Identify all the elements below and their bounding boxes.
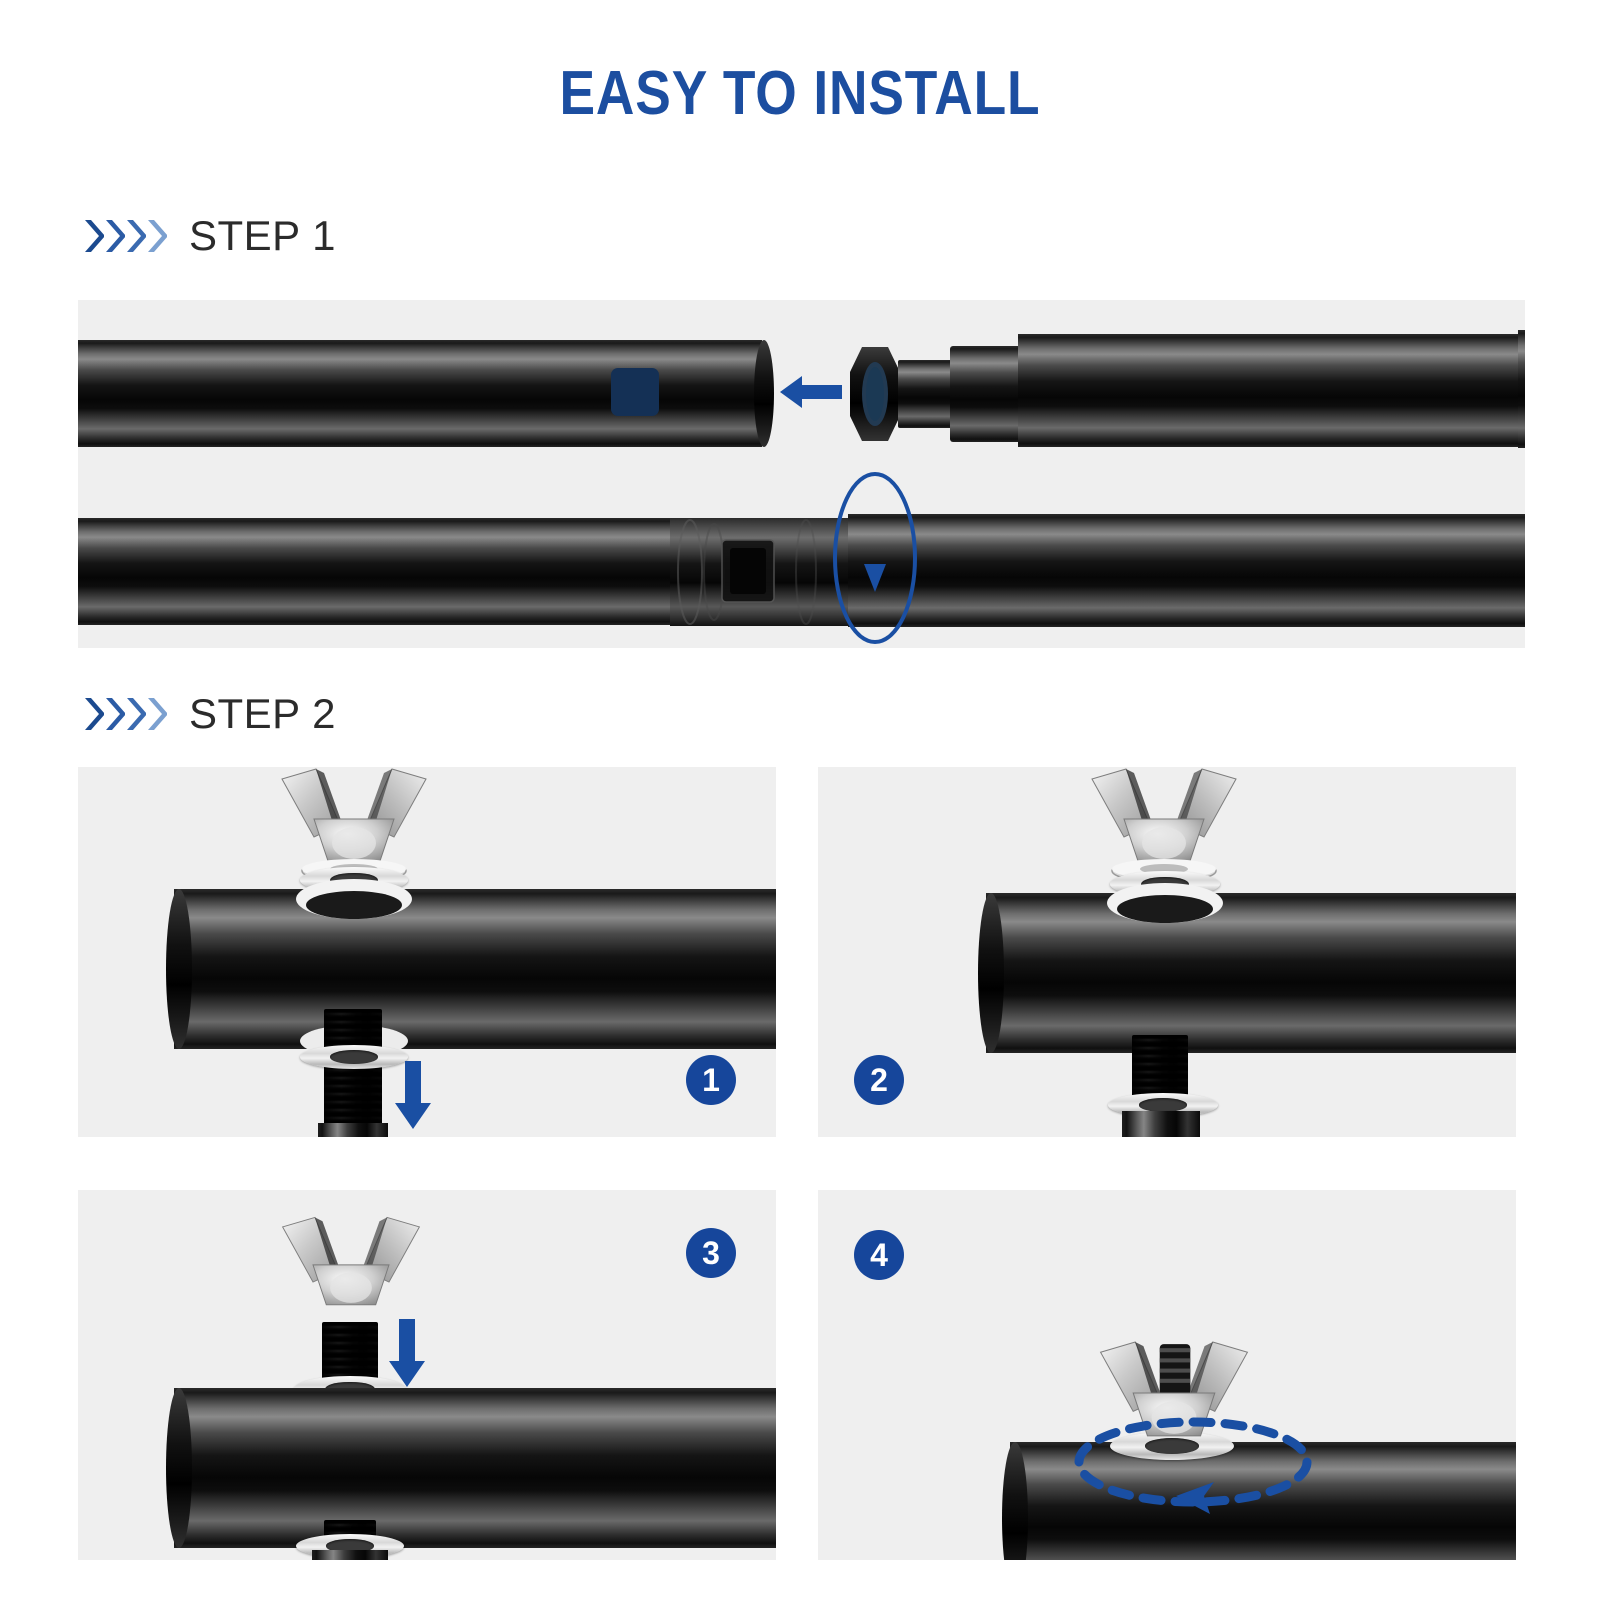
lower-shaft [312,1550,388,1560]
main-tube-end [166,1388,192,1548]
tube-hole-top [296,879,412,919]
step-2-panel-3: 3 [78,1190,776,1560]
rod-right-top [1018,334,1525,447]
main-tube [174,889,776,1049]
chevron-right-icon [85,220,104,252]
insert-direction-arrow-icon [395,1061,431,1129]
chevron-right-icon [148,220,167,252]
rod-left-top-end [754,340,774,447]
insert-direction-arrow-icon [780,376,842,408]
coupler-shoulder [950,346,1028,442]
main-tube [986,893,1516,1053]
step-2-panel-2: 2 [818,767,1516,1137]
wing-nut-icon [281,1216,421,1306]
tighten-direction-arrow-icon [389,1319,425,1387]
wing-nut-icon [1099,1341,1249,1437]
washer-bottom [300,1045,408,1069]
chevron-right-icon [148,698,167,730]
chevron-group-step-1 [84,219,167,253]
coupler-neck [898,360,956,428]
step-2-panel-4: 4 [818,1190,1516,1560]
rotate-dashed-arrow-icon [1074,1417,1312,1514]
chevron-right-icon [127,220,146,252]
hex-coupler-head [850,347,900,441]
lower-shaft [318,1123,388,1137]
rotate-arrow-icon [833,472,917,644]
main-tube [174,1388,776,1548]
step-1-label: STEP 1 [189,212,336,259]
rod-right-bottom [848,514,1525,627]
tube-hole-top [1107,883,1223,923]
step-1-illustration-panel [78,300,1525,648]
chevron-right-icon [106,220,125,252]
chevron-right-icon [106,698,125,730]
rod-right-top-far [1518,330,1525,448]
step-2-header: STEP 2 [84,690,336,738]
panel-badge-2: 2 [854,1055,904,1105]
chevron-right-icon [127,698,146,730]
chevron-right-icon [85,698,104,730]
panel-badge-1: 1 [686,1055,736,1105]
chevron-group-step-2 [84,697,167,731]
step-2-label: STEP 2 [189,690,336,737]
alignment-marker [611,368,659,416]
step-1-header: STEP 1 [84,212,336,260]
wing-nut-icon [1091,768,1237,877]
lower-shaft [1122,1111,1200,1137]
rod-left-top [78,340,762,447]
main-tube-end [166,889,192,1049]
main-tube [1010,1442,1516,1560]
wing-nut-icon [281,768,427,877]
panel-badge-3: 3 [686,1228,736,1278]
step-2-panel-1: 1 [78,767,776,1137]
washer-seat [1110,1432,1234,1460]
main-tube-end [978,893,1004,1053]
page-title: EASY TO INSTALL [559,59,1041,128]
bolt-thread [324,1009,382,1131]
panel-badge-4: 4 [854,1230,904,1280]
main-tube-end [1002,1442,1028,1560]
